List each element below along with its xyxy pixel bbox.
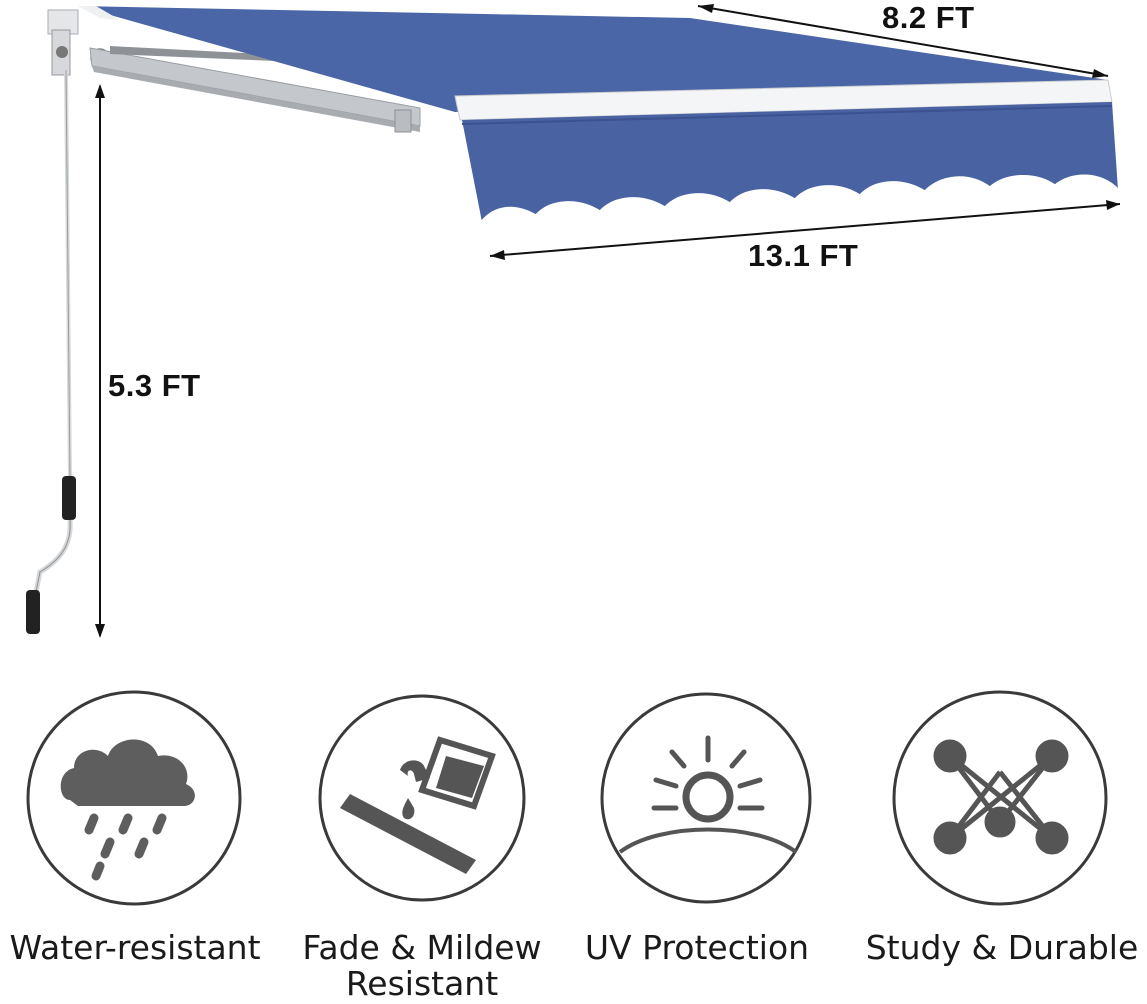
rain-cloud-icon bbox=[60, 739, 195, 881]
feature-label-line2: Resistant bbox=[345, 964, 499, 1003]
feature-label-line1: Water-resistant bbox=[9, 928, 261, 967]
width-label: 13.1 FT bbox=[748, 238, 859, 273]
feature-label-durable: Study & Durable bbox=[860, 930, 1144, 966]
dimension-arrow-height bbox=[95, 84, 105, 638]
sun-icon bbox=[618, 735, 798, 854]
folding-arm bbox=[89, 46, 421, 133]
feature-label-line1: Fade & Mildew bbox=[302, 928, 542, 967]
awning-canopy bbox=[78, 6, 1120, 223]
feature-label-line1: UV Protection bbox=[584, 928, 810, 967]
depth-label: 8.2 FT bbox=[882, 0, 975, 35]
feature-uv-protection bbox=[600, 692, 812, 904]
crank-handle bbox=[26, 69, 76, 634]
feature-label-uv: UV Protection bbox=[576, 930, 818, 966]
feature-water-resistant bbox=[26, 690, 242, 906]
feature-label-water: Water-resistant bbox=[4, 930, 266, 966]
feature-label-fade: Fade & Mildew Resistant bbox=[290, 930, 554, 1002]
paint-brush-icon bbox=[340, 736, 496, 874]
height-label: 5.3 FT bbox=[108, 368, 201, 403]
feature-sturdy-durable bbox=[892, 690, 1108, 906]
dimension-arrow-width bbox=[489, 200, 1121, 260]
molecule-icon bbox=[933, 739, 1069, 855]
dimension-arrow-depth bbox=[697, 4, 1109, 78]
feature-label-line1: Study & Durable bbox=[865, 928, 1139, 967]
feature-fade-mildew bbox=[318, 694, 526, 902]
